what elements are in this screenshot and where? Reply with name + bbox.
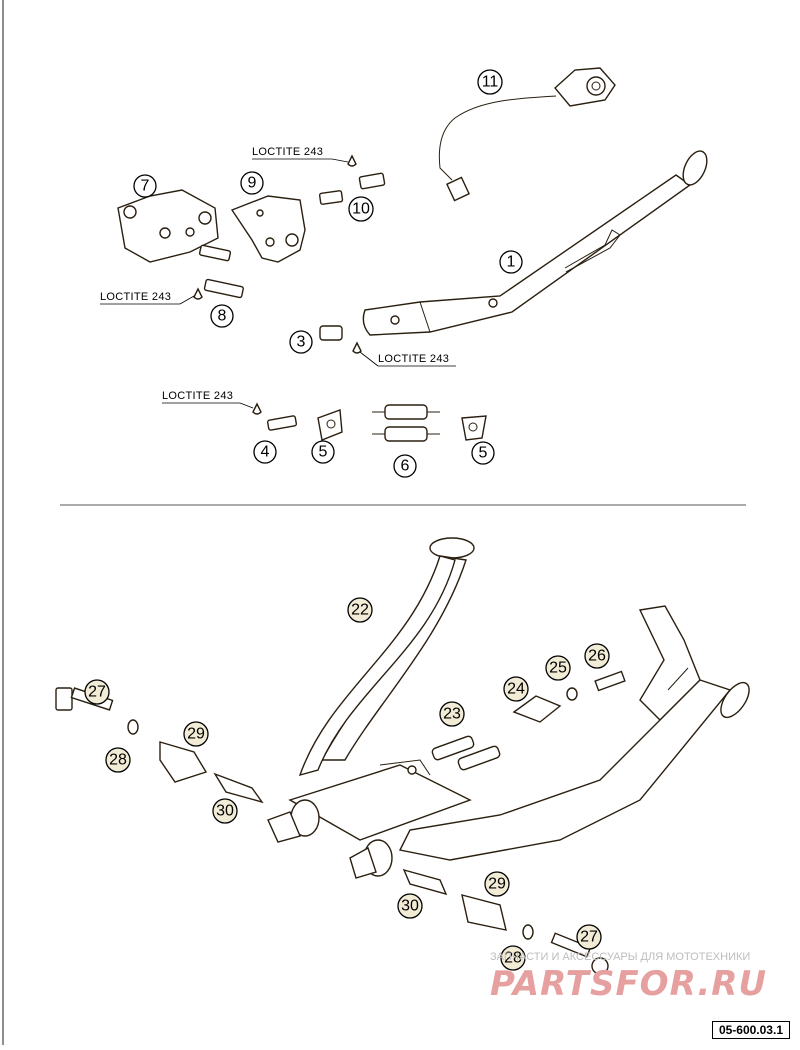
callout-part-30-right: 30 — [397, 893, 423, 919]
svg-text:11: 11 — [482, 74, 499, 91]
bolt-set — [198, 172, 386, 431]
side-stand-switch — [438, 67, 616, 202]
callout-part-25: 25 — [545, 655, 571, 681]
callout-part-11: 11 — [477, 69, 503, 95]
callout-part-5-left: 5 — [311, 440, 335, 464]
svg-text:28: 28 — [109, 752, 127, 769]
stand-bracket — [117, 189, 219, 263]
svg-text:26: 26 — [588, 648, 606, 665]
svg-text:ЗАПЧАСТИ И АКСЕССУАРЫ ДЛЯ МОТО: ЗАПЧАСТИ И АКСЕССУАРЫ ДЛЯ МОТОТЕХНИКИ — [490, 951, 750, 963]
svg-text:PARTSFOR.RU: PARTSFOR.RU — [490, 964, 767, 1004]
svg-text:29: 29 — [488, 876, 506, 893]
svg-text:1: 1 — [507, 254, 516, 271]
stand-plate — [230, 195, 306, 263]
svg-text:22: 22 — [351, 602, 369, 619]
diagram-code-label: 05-600.03.1 — [711, 1021, 790, 1039]
callout-part-28-left: 28 — [105, 747, 131, 773]
svg-text:LOCTITE 243: LOCTITE 243 — [100, 291, 171, 303]
watermark: ЗАПЧАСТИ И АКСЕССУАРЫ ДЛЯ МОТОТЕХНИКИ PA… — [490, 951, 767, 1004]
callout-part-10: 10 — [348, 196, 374, 222]
svg-text:27: 27 — [580, 929, 598, 946]
stand-spring-parts — [317, 404, 487, 442]
loctite-note-mid: LOCTITE 243 — [359, 351, 456, 367]
svg-text:3: 3 — [297, 334, 306, 351]
svg-text:30: 30 — [401, 898, 419, 915]
svg-text:9: 9 — [248, 175, 257, 192]
callout-part-24: 24 — [503, 676, 529, 702]
callout-part-4: 4 — [253, 440, 277, 464]
callout-part-8: 8 — [210, 304, 234, 328]
side-stand-leg — [362, 150, 708, 336]
center-stand-hardware — [55, 670, 626, 975]
svg-text:10: 10 — [352, 201, 370, 218]
callout-part-6: 6 — [393, 454, 417, 478]
svg-text:24: 24 — [507, 681, 525, 698]
svg-text:30: 30 — [216, 803, 234, 820]
svg-text:6: 6 — [401, 458, 410, 475]
loctite-note-top: LOCTITE 243 — [252, 146, 349, 163]
callout-part-27-right: 27 — [576, 924, 602, 950]
svg-text:25: 25 — [549, 660, 567, 677]
callout-part-29-right: 29 — [484, 871, 510, 897]
callout-part-27-left: 27 — [84, 679, 110, 705]
svg-text:4: 4 — [261, 444, 270, 461]
callout-part-9: 9 — [240, 171, 264, 195]
center-stand-frame — [267, 537, 750, 879]
loctite-note-left: LOCTITE 243 — [100, 291, 195, 305]
loctite-note-bottom: LOCTITE 243 — [162, 390, 254, 409]
callout-part-30-left: 30 — [212, 798, 238, 824]
svg-text:LOCTITE 243: LOCTITE 243 — [162, 390, 233, 402]
callout-part-3: 3 — [289, 330, 313, 354]
callout-part-23: 23 — [439, 701, 465, 727]
svg-text:5: 5 — [319, 444, 328, 461]
callout-part-5-right: 5 — [471, 441, 495, 465]
svg-text:7: 7 — [141, 178, 150, 195]
svg-text:29: 29 — [187, 726, 205, 743]
callout-part-7: 7 — [133, 174, 157, 198]
svg-text:23: 23 — [443, 706, 461, 723]
svg-text:8: 8 — [218, 308, 227, 325]
callout-part-28-right: 28 — [500, 945, 526, 971]
svg-text:28: 28 — [504, 950, 522, 967]
svg-text:5: 5 — [479, 445, 488, 462]
callout-part-29-left: 29 — [183, 721, 209, 747]
callout-part-22: 22 — [347, 597, 373, 623]
svg-text:27: 27 — [88, 684, 106, 701]
svg-text:LOCTITE 243: LOCTITE 243 — [378, 353, 449, 365]
loctite-drops — [193, 154, 362, 415]
callout-part-26: 26 — [584, 643, 610, 669]
callout-part-1: 1 — [499, 250, 523, 274]
svg-text:LOCTITE 243: LOCTITE 243 — [252, 146, 323, 158]
